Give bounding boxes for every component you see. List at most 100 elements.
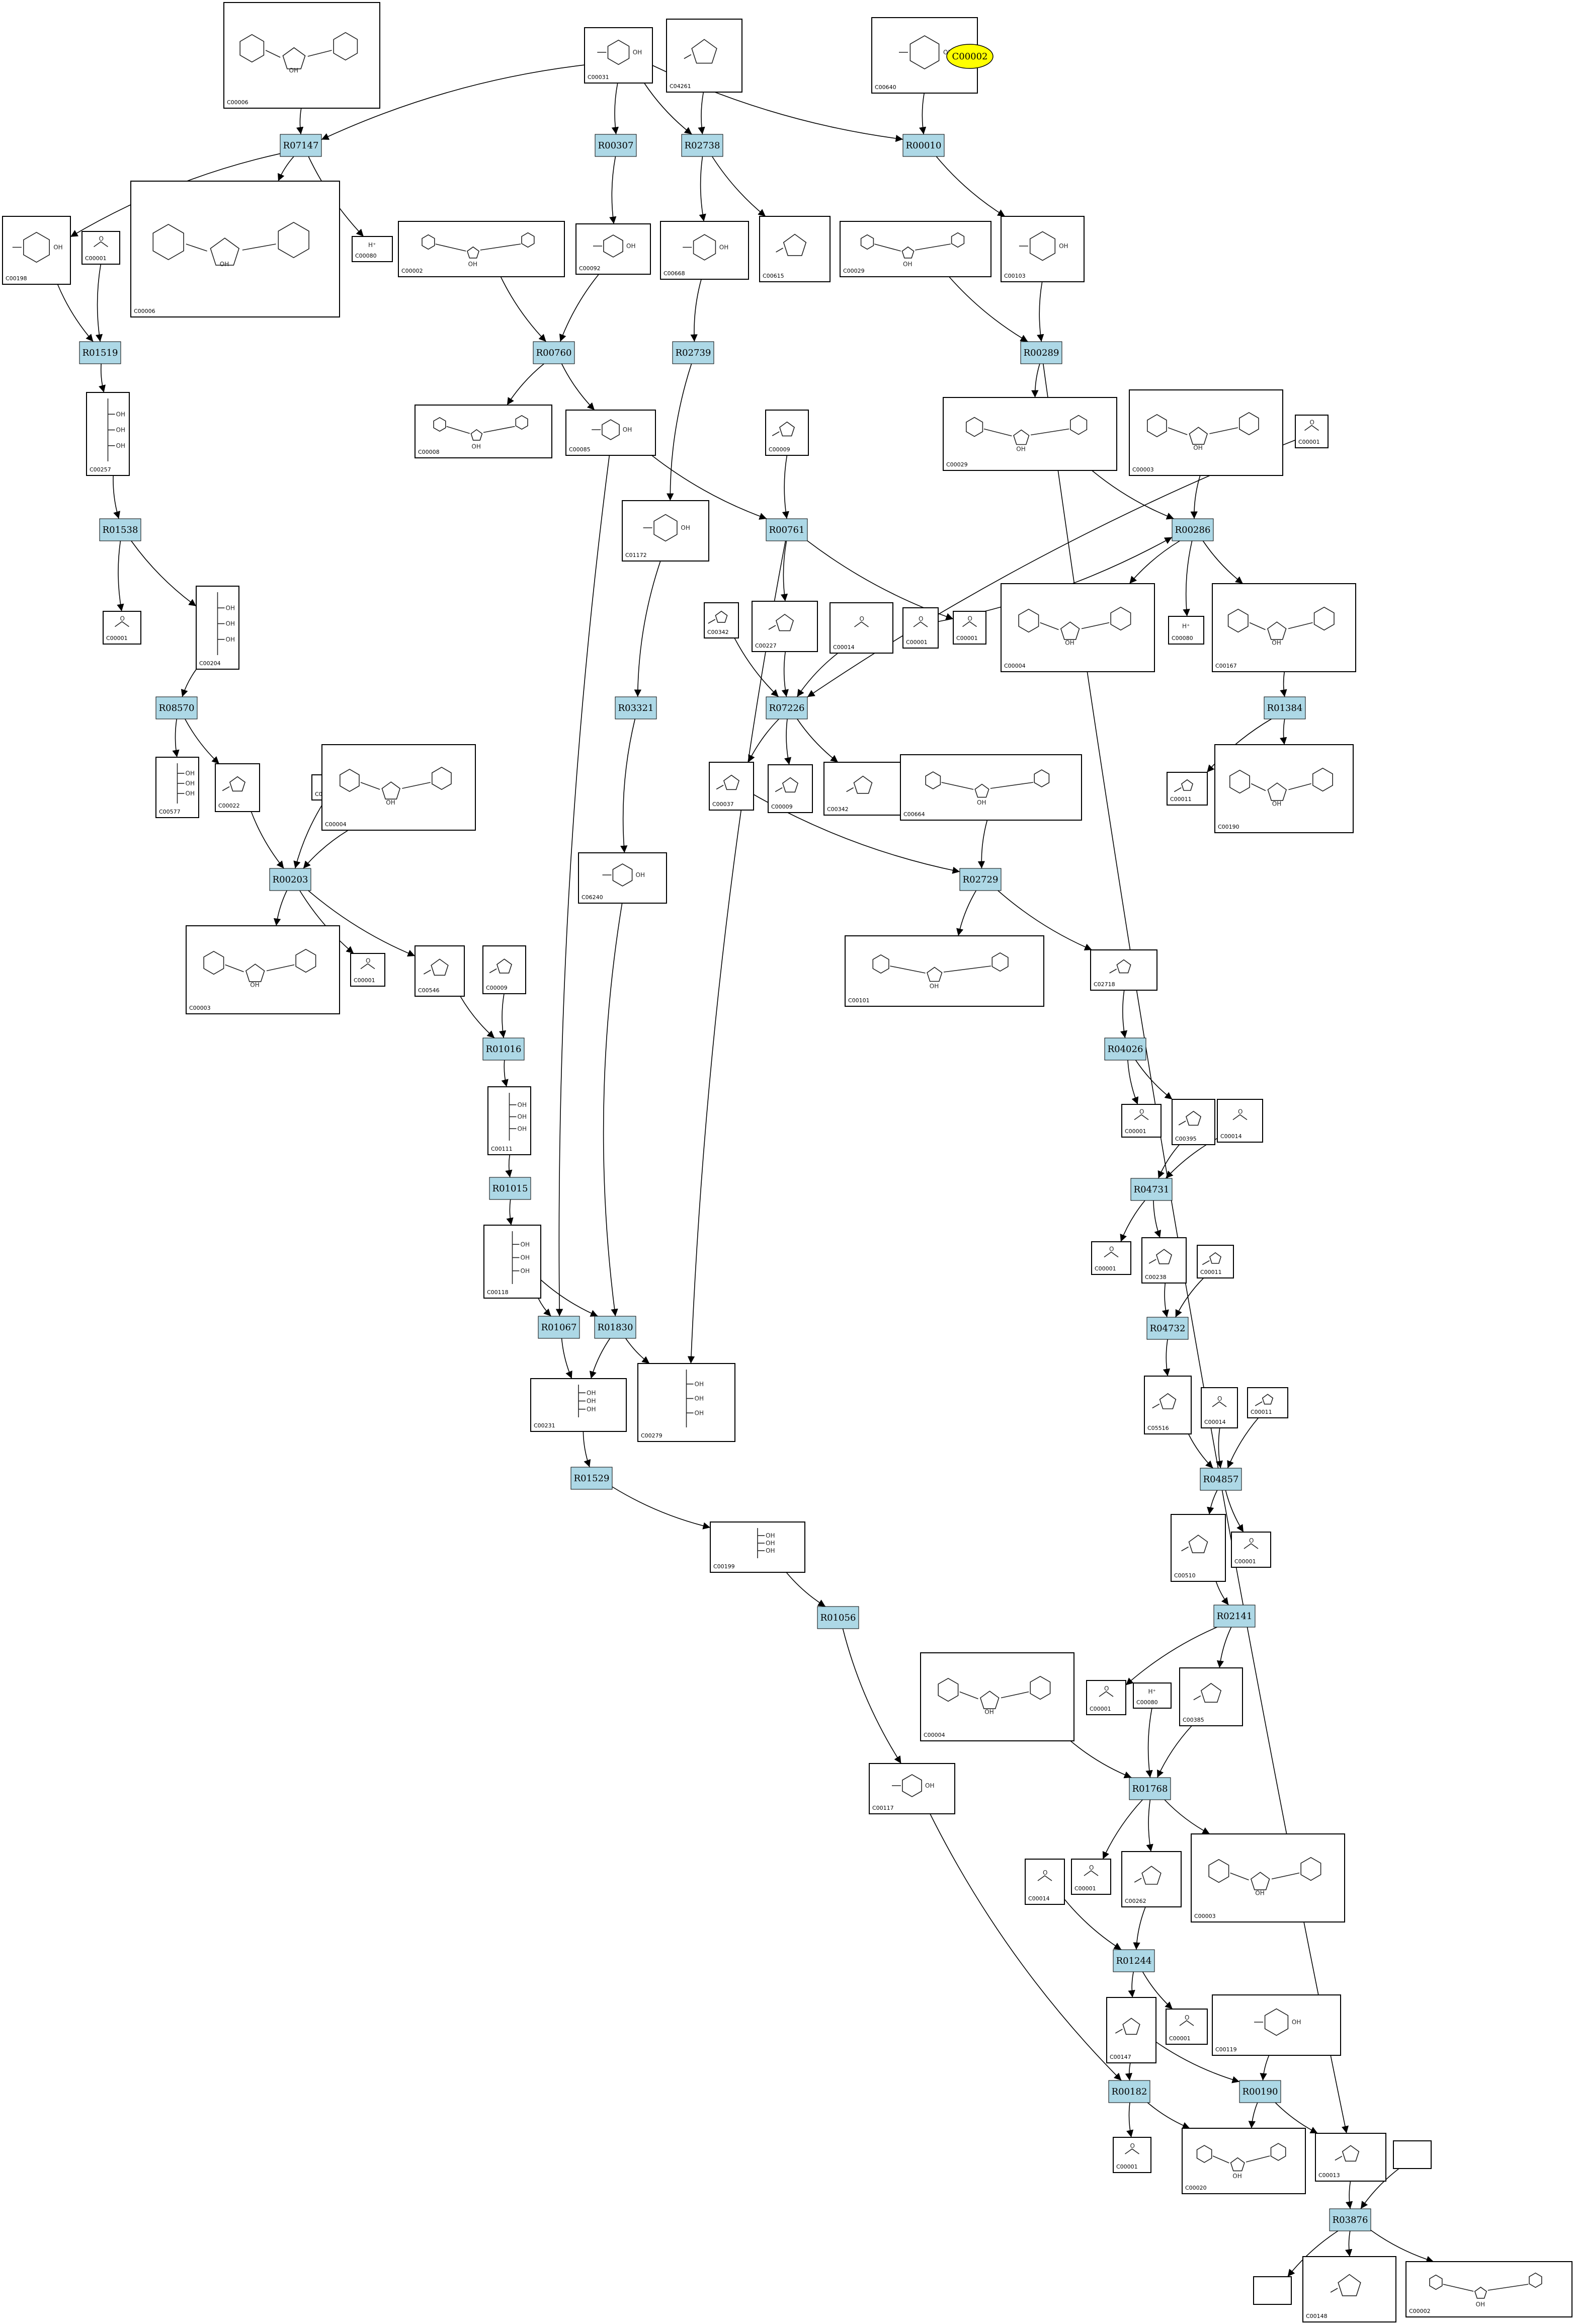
reaction-node[interactable]: R01244 xyxy=(1113,1949,1155,1972)
reaction-node[interactable]: R04026 xyxy=(1104,1037,1146,1061)
reaction-node[interactable]: R00203 xyxy=(269,868,311,891)
compound-node[interactable]: C00147 xyxy=(1106,1997,1156,2063)
reaction-node[interactable]: R00760 xyxy=(533,341,575,364)
compound-node[interactable]: C00011 xyxy=(1197,1245,1234,1278)
reaction-node[interactable]: R02141 xyxy=(1213,1605,1256,1628)
compound-node[interactable]: H⁺C00080 xyxy=(352,236,393,262)
compound-node[interactable]: C00011 xyxy=(1247,1387,1288,1418)
reaction-node[interactable]: R04731 xyxy=(1130,1178,1173,1201)
reaction-node[interactable]: R01519 xyxy=(79,341,121,364)
compound-node[interactable]: C00342 xyxy=(823,762,902,816)
compound-node[interactable]: C00011 xyxy=(1167,772,1208,806)
reaction-node[interactable]: R01067 xyxy=(538,1316,580,1339)
reaction-node[interactable]: R00182 xyxy=(1108,2080,1150,2103)
compound-node[interactable]: C00395 xyxy=(1172,1099,1215,1145)
reaction-node[interactable]: R00761 xyxy=(766,518,808,541)
reaction-node[interactable]: R00307 xyxy=(595,134,637,157)
compound-node[interactable]: H⁺C00080 xyxy=(1133,1682,1172,1709)
reaction-node[interactable]: R00286 xyxy=(1172,518,1214,541)
compound-node[interactable]: C00510 xyxy=(1171,1514,1226,1582)
reaction-node[interactable]: R01015 xyxy=(489,1177,531,1200)
reaction-node[interactable]: R00289 xyxy=(1020,341,1062,364)
compound-node[interactable]: C04261 xyxy=(666,19,742,93)
compound-node[interactable] xyxy=(1393,2140,1432,2169)
compound-node[interactable]: H⁺C00080 xyxy=(1168,616,1204,645)
reaction-node[interactable]: R03876 xyxy=(1329,2208,1371,2231)
reaction-node[interactable]: R01016 xyxy=(482,1037,525,1061)
reaction-node[interactable]: R02739 xyxy=(672,341,714,364)
reaction-node[interactable]: R03321 xyxy=(615,696,657,719)
reaction-node[interactable]: R01768 xyxy=(1129,1777,1171,1800)
compound-node[interactable]: C02718 xyxy=(1090,949,1157,991)
reaction-node[interactable]: R07226 xyxy=(766,696,808,719)
compound-node[interactable]: C00546 xyxy=(415,945,465,997)
reaction-node[interactable]: R01529 xyxy=(570,1467,613,1490)
reaction-node[interactable]: R02729 xyxy=(959,868,1002,891)
reaction-node[interactable]: R07147 xyxy=(280,134,322,157)
reaction-node[interactable]: R08570 xyxy=(155,696,198,719)
compound-node[interactable] xyxy=(1253,2276,1292,2305)
compound-node[interactable]: C00022 xyxy=(215,763,260,812)
compound-node[interactable]: C05516 xyxy=(1144,1376,1192,1434)
reaction-node[interactable]: R04857 xyxy=(1200,1468,1242,1491)
reaction-node[interactable]: R02738 xyxy=(681,134,723,157)
reaction-node[interactable]: R00190 xyxy=(1239,2080,1281,2103)
compound-node[interactable]: C00009 xyxy=(482,945,526,994)
reaction-node[interactable]: R01538 xyxy=(99,518,141,541)
compound-node[interactable]: C00262 xyxy=(1121,1851,1182,1907)
reaction-node[interactable]: R01056 xyxy=(817,1606,859,1629)
compound-node[interactable]: C00238 xyxy=(1141,1237,1187,1284)
compound-node[interactable]: C00013 xyxy=(1315,2133,1386,2182)
compound-node[interactable]: C00009 xyxy=(768,764,813,813)
compound-node[interactable]: C00615 xyxy=(759,216,831,282)
reaction-node[interactable]: R01830 xyxy=(594,1316,636,1339)
